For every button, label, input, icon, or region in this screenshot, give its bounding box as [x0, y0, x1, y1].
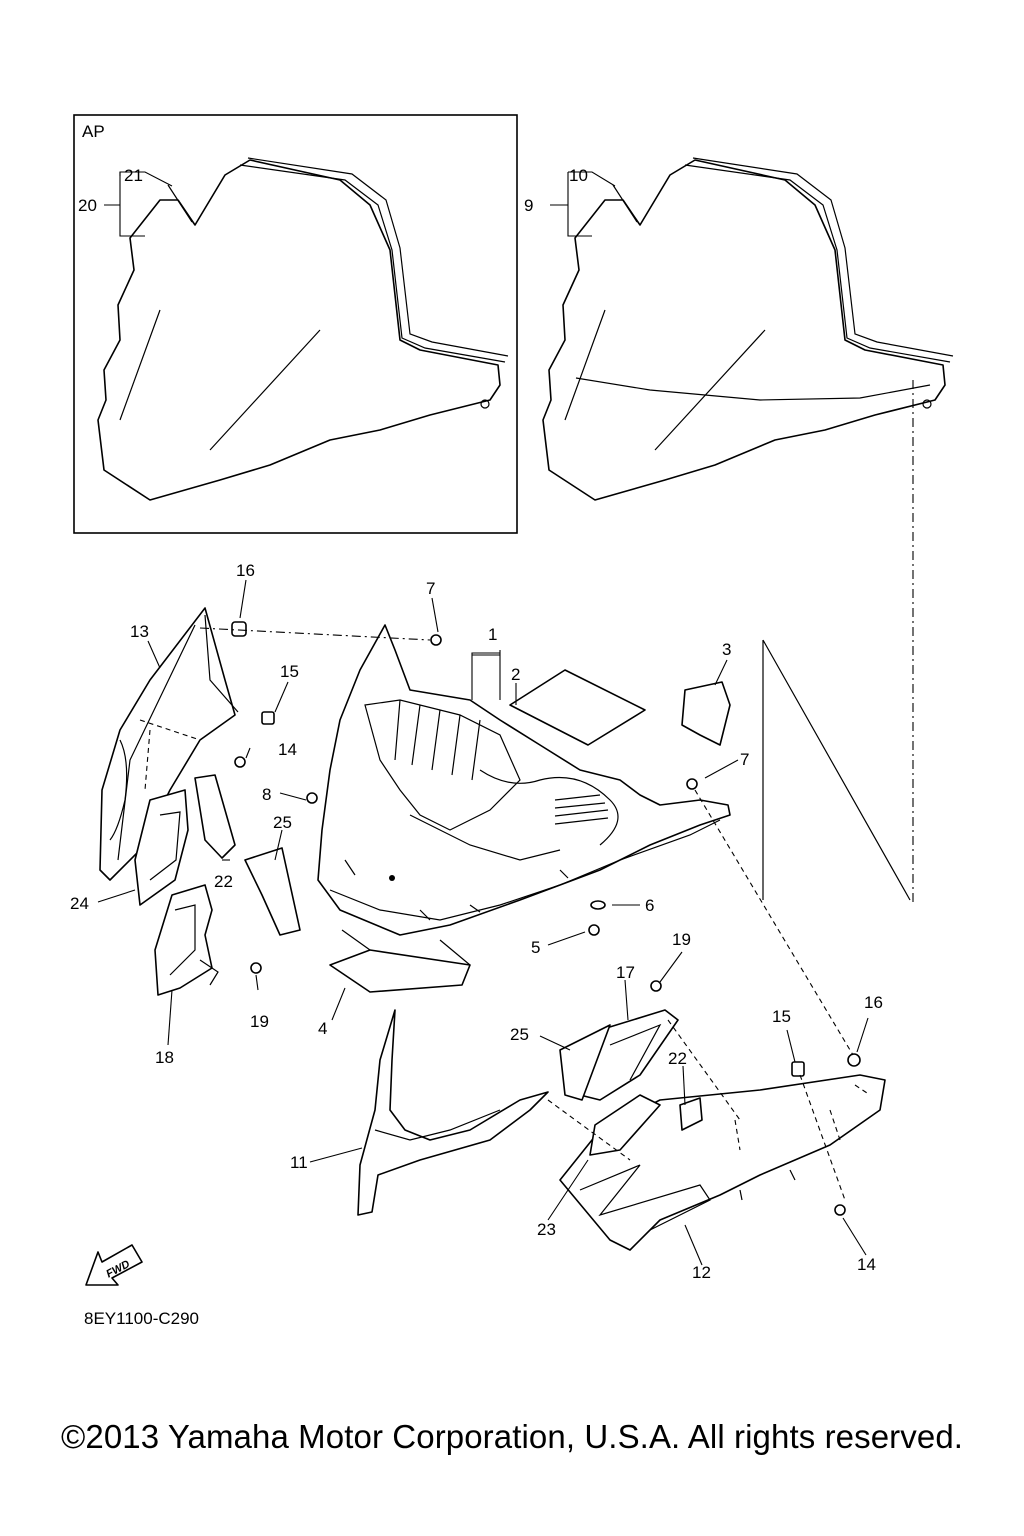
- windshield-20: [97, 157, 509, 501]
- leader-lines: [97, 171, 869, 1266]
- callout-16b: 16: [864, 993, 883, 1012]
- callout-14b: 14: [857, 1255, 876, 1274]
- callout-7b: 7: [740, 750, 749, 769]
- side-cowl-13: [99, 607, 239, 881]
- cowl-assembly-1: [317, 624, 731, 936]
- callout-18: 18: [155, 1048, 174, 1067]
- drawing-code: 8EY1100-C290: [84, 1309, 199, 1328]
- inset-label-ap: AP: [82, 122, 105, 141]
- trim-23: [589, 1094, 661, 1156]
- undercover-4: [329, 949, 471, 993]
- callout-24: 24: [70, 894, 89, 913]
- fwd-arrow-icon: FWD: [85, 1244, 143, 1286]
- ap-inset-frame: [73, 114, 518, 534]
- callout-9: 9: [524, 196, 533, 215]
- callout-6: 6: [645, 896, 654, 915]
- lower-cowl-12: [559, 1074, 886, 1251]
- callout-14a: 14: [278, 740, 297, 759]
- callout-15b: 15: [772, 1007, 791, 1026]
- callout-2: 2: [511, 665, 520, 684]
- inner-panel-18: [154, 884, 219, 996]
- callout-11: 11: [290, 1153, 308, 1172]
- pad-25-left: [244, 847, 301, 936]
- callout-16a: 16: [236, 561, 255, 580]
- callout-15a: 15: [280, 662, 299, 681]
- pad-22-right: [679, 1097, 703, 1131]
- windshield-9: [542, 157, 954, 501]
- callout-22a: 22: [214, 872, 233, 891]
- fasteners: [231, 621, 861, 1216]
- callout-1: 1: [488, 625, 497, 644]
- cover-3: [681, 681, 731, 746]
- panel-2: [509, 669, 646, 746]
- callout-13: 13: [130, 622, 149, 641]
- callout-20: 20: [78, 196, 97, 215]
- callout-12: 12: [692, 1263, 711, 1282]
- callout-3: 3: [722, 640, 731, 659]
- callout-23: 23: [537, 1220, 556, 1239]
- callout-19a: 19: [672, 930, 691, 949]
- pad-25-right: [559, 1024, 611, 1101]
- callout-8: 8: [262, 785, 271, 804]
- callout-5: 5: [531, 938, 540, 957]
- callout-22b: 22: [668, 1049, 687, 1068]
- pad-22-left: [194, 774, 236, 859]
- callout-25a: 25: [273, 813, 292, 832]
- callout-19b: 19: [250, 1012, 269, 1031]
- callout-17: 17: [616, 963, 635, 982]
- callout-25b: 25: [510, 1025, 529, 1044]
- callout-21: 21: [124, 166, 143, 185]
- copyright-notice: ©2013 Yamaha Motor Corporation, U.S.A. A…: [60, 1418, 964, 1455]
- callout-4: 4: [318, 1019, 327, 1038]
- callout-7a: 7: [426, 579, 435, 598]
- guide-triangle: [762, 639, 911, 901]
- side-panel-24: [134, 789, 189, 906]
- lower-cowl-11: [357, 1009, 549, 1216]
- callout-10: 10: [569, 166, 588, 185]
